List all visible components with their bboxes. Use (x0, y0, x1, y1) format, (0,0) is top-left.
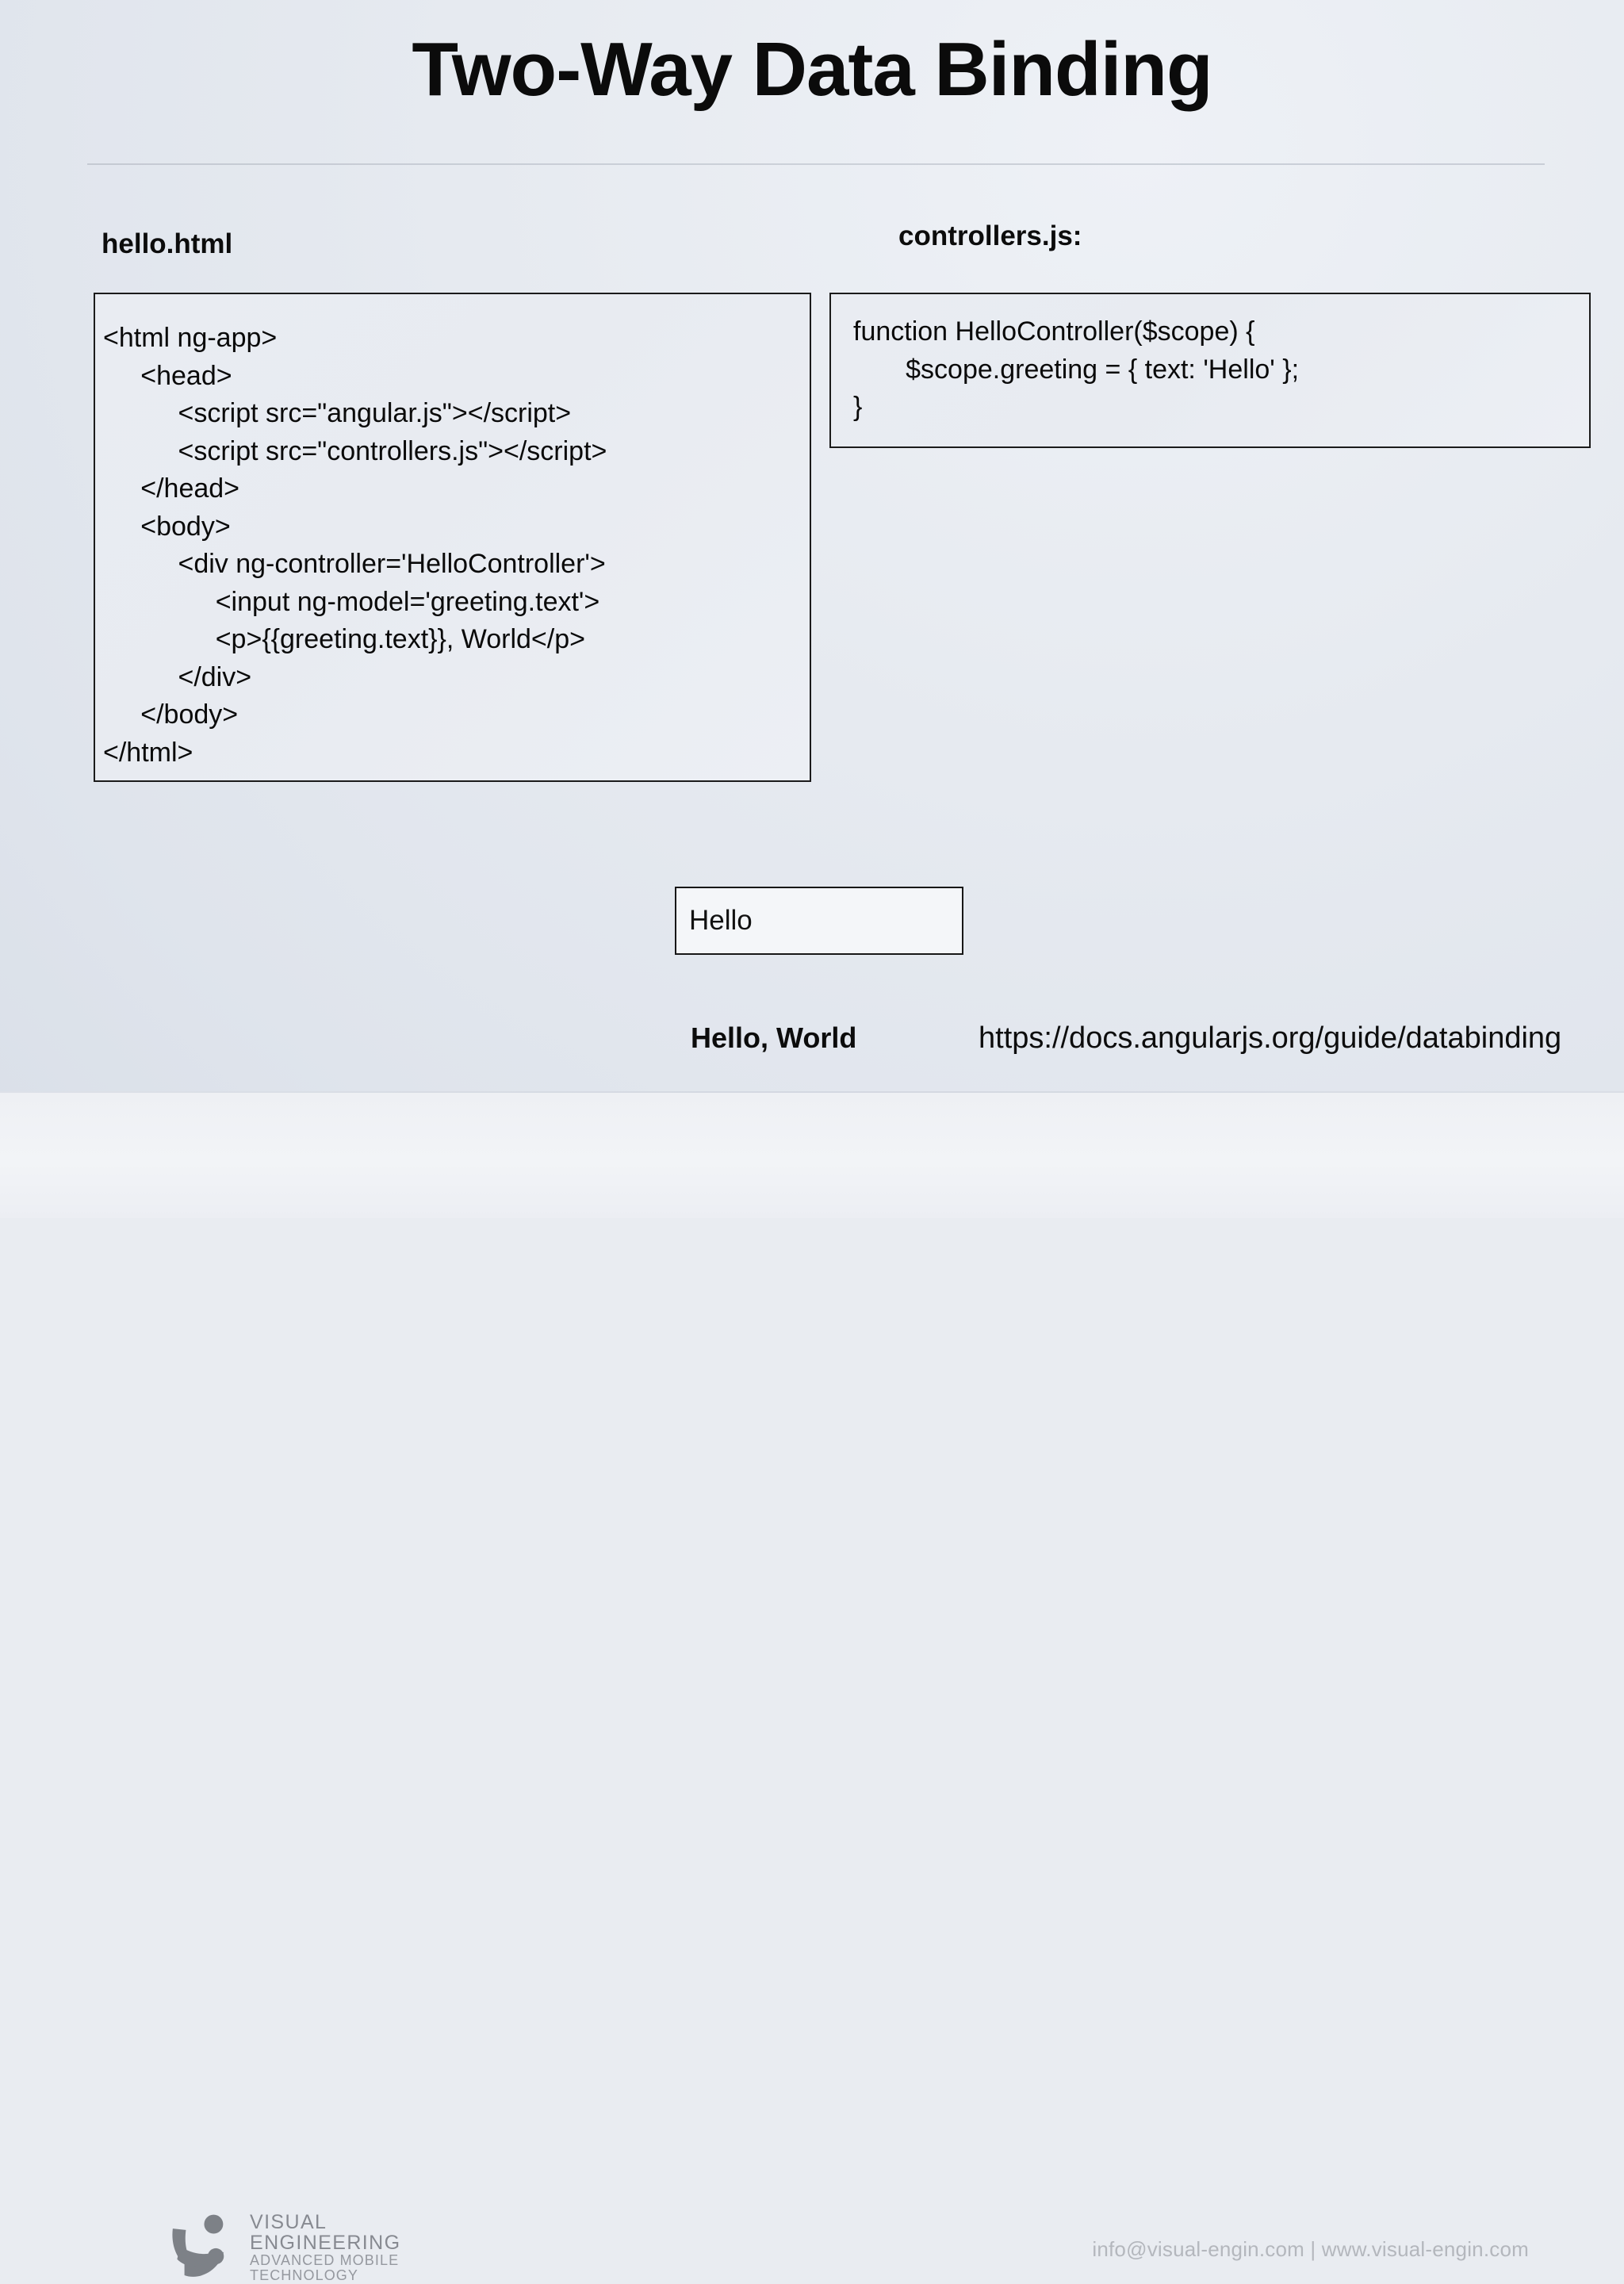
controllers-js-label: controllers.js: (898, 220, 1082, 251)
logo-line-2: ENGINEERING (250, 2232, 401, 2255)
hello-html-code-box: <html ng-app> <head> <script src="angula… (94, 293, 811, 782)
controllers-js-code: function HelloController($scope) { $scop… (853, 316, 1300, 422)
visual-engineering-logo-icon (172, 2214, 224, 2277)
logo-line-3: ADVANCED MOBILE (250, 2252, 400, 2269)
hello-html-code: <html ng-app> <head> <script src="angula… (103, 323, 607, 768)
company-logo: VISUAL ENGINEERING ADVANCED MOBILE TECHN… (163, 2211, 400, 2284)
logo-line-1: VISUAL (250, 2210, 327, 2233)
footer-divider (0, 1091, 1624, 1093)
page-title: Two-Way Data Binding (412, 27, 1212, 112)
greeting-text-input[interactable] (675, 887, 963, 955)
controllers-js-code-box: function HelloController($scope) { $scop… (829, 293, 1591, 448)
title-divider (87, 163, 1545, 165)
greeting-output-text: Hello, World (691, 1021, 857, 1054)
angularjs-docs-link[interactable]: https://docs.angularjs.org/guide/databin… (979, 1021, 1562, 1055)
hello-html-label: hello.html (102, 228, 233, 259)
footer-contact-text: info@visual-engin.com | www.visual-engin… (1092, 2237, 1529, 2261)
logo-line-4: TECHNOLOGY (250, 2267, 359, 2284)
logo-wordmark: VISUAL ENGINEERING ADVANCED MOBILE TECHN… (250, 2212, 400, 2283)
footer-band: VISUAL ENGINEERING ADVANCED MOBILE TECHN… (0, 1093, 1624, 2283)
